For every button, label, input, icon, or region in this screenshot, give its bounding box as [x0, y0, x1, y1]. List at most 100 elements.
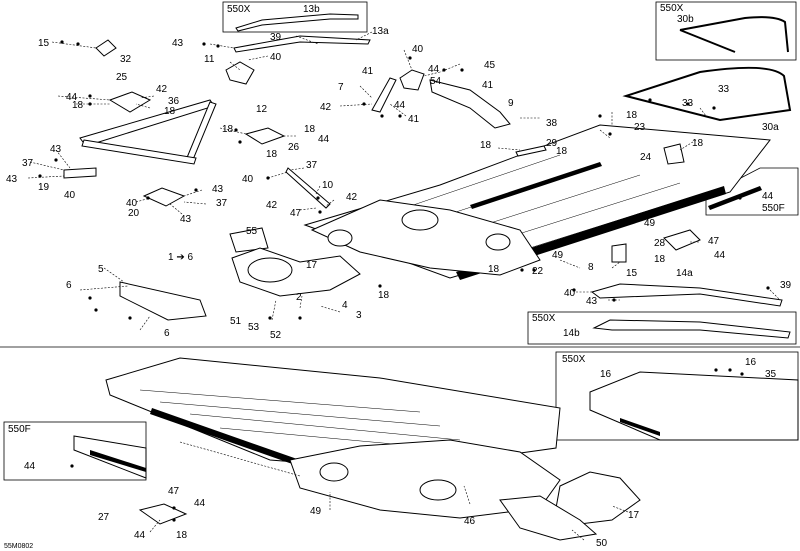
- rail-14b: [592, 319, 791, 339]
- inset-14b: 550X 14b: [527, 311, 797, 345]
- callout-49: 49: [644, 218, 656, 229]
- inset-550f-left-label: 44: [24, 461, 36, 472]
- leader-lines: [27, 31, 781, 541]
- callout-29: 29: [546, 138, 558, 149]
- brace-12: [79, 99, 217, 165]
- callout-18: 18: [692, 138, 704, 149]
- callout-37: 37: [216, 198, 228, 209]
- callout-42: 42: [156, 84, 168, 95]
- callout-25: 25: [116, 72, 128, 83]
- callout-38: 38: [546, 118, 558, 129]
- callout-15: 15: [626, 268, 638, 279]
- callout-49: 49: [552, 250, 564, 261]
- inset-30b-title: 550X: [660, 3, 684, 14]
- bracket-11: [225, 61, 255, 85]
- inset-13b-label: 13b: [303, 4, 320, 15]
- callout-46: 46: [464, 516, 476, 527]
- callout-45: 45: [484, 60, 496, 71]
- callout-51: 51: [230, 316, 242, 327]
- steering-column-7: [371, 69, 425, 113]
- callout-28: 28: [654, 238, 666, 249]
- callout-42: 42: [320, 102, 332, 113]
- callout-9: 9: [508, 98, 514, 109]
- inset-br-label-16b: 16: [745, 357, 757, 368]
- callout-6: 6: [66, 280, 72, 291]
- callout-18: 18: [378, 290, 390, 301]
- inset-550f-right: 44 550F: [705, 167, 799, 216]
- callout-18: 18: [488, 264, 500, 275]
- callout-43: 43: [6, 174, 18, 185]
- callout-40: 40: [412, 44, 424, 55]
- callout-2: 2: [296, 292, 302, 303]
- callout-47: 47: [168, 486, 180, 497]
- callout-44: 44: [194, 498, 206, 509]
- rail-13b: [235, 13, 359, 32]
- callout-43: 43: [180, 214, 192, 225]
- plate-17: [231, 247, 361, 297]
- inset-550f-left-title: 550F: [8, 424, 31, 435]
- callout-8: 8: [588, 262, 594, 273]
- callout-37: 37: [306, 160, 318, 171]
- callout-55: 55: [246, 226, 258, 237]
- callout-14a: 14a: [676, 268, 693, 279]
- bracket-28: [663, 229, 701, 251]
- callout-27: 27: [98, 512, 110, 523]
- callout-40: 40: [64, 190, 76, 201]
- callout-44: 44: [428, 64, 440, 75]
- callout-10: 10: [322, 180, 334, 191]
- callout-26: 26: [288, 142, 300, 153]
- callout-41: 41: [362, 66, 374, 77]
- bracket-20: [142, 187, 186, 207]
- bracket-27: [138, 503, 188, 525]
- callout-24: 24: [640, 152, 652, 163]
- callout-47: 47: [290, 208, 302, 219]
- callout-18: 18: [654, 254, 666, 265]
- bracket-19: [63, 167, 97, 179]
- inset-13b-title: 550X: [227, 4, 251, 15]
- bumper-30a: [622, 66, 792, 122]
- callout-41: 41: [482, 80, 494, 91]
- inset-bottom-right-title: 550X: [562, 354, 586, 365]
- callout-40: 40: [564, 288, 576, 299]
- chassis-front-upper: [310, 199, 541, 276]
- callout-18: 18: [626, 110, 638, 121]
- bracket-8: [611, 243, 627, 263]
- inset-550f-right-label: 44: [762, 191, 774, 202]
- callout-11: 11: [204, 54, 215, 65]
- callout-43: 43: [212, 184, 224, 195]
- callout-18: 18: [556, 146, 568, 157]
- callout-18: 18: [480, 140, 492, 151]
- callout-39: 39: [780, 280, 792, 291]
- callout-43: 43: [586, 296, 598, 307]
- callout-19: 19: [38, 182, 50, 193]
- callout-39: 39: [270, 32, 282, 43]
- callout-7: 7: [338, 82, 344, 93]
- bracket-55: [229, 227, 269, 253]
- callout-33: 33: [718, 84, 730, 95]
- callout-54: 54: [430, 76, 442, 87]
- callout-18: 18: [266, 149, 278, 160]
- inset-bottom-right: 550X 16 16 35 34: [555, 351, 799, 441]
- callout-44: 44: [134, 530, 146, 541]
- tunnel-belt-lower: [150, 408, 300, 466]
- inset-550f-right-title: 550F: [762, 203, 785, 214]
- bracket-25: [108, 91, 152, 113]
- callout-40: 40: [270, 52, 282, 63]
- callout-18: 18: [222, 124, 234, 135]
- callout-13a: 13a: [372, 26, 389, 37]
- callout-33: 33: [682, 98, 694, 109]
- callout-37: 37: [22, 158, 34, 169]
- inset-30b: 550X 30b: [655, 1, 797, 61]
- callout-20: 20: [128, 208, 140, 219]
- plate-5: [119, 281, 207, 321]
- inset-550f-left: 550F 44: [3, 421, 147, 481]
- inset-14b-title: 550X: [532, 313, 556, 324]
- callout-42: 42: [266, 200, 278, 211]
- callout-12: 12: [256, 104, 268, 115]
- callout-41: 41: [408, 114, 420, 125]
- bracket-32: [95, 39, 117, 57]
- callout-47: 47: [708, 236, 720, 247]
- callout-30a: 30a: [762, 122, 779, 133]
- callout-44: 44: [394, 100, 406, 111]
